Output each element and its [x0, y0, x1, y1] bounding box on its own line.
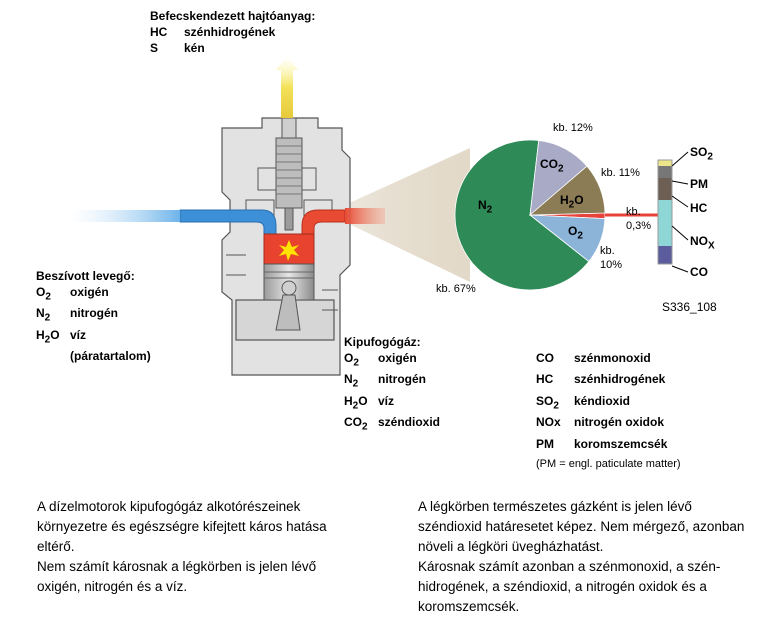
pollutant-name: nitrogén oxidok	[574, 415, 664, 430]
formula-sub: 2	[352, 400, 359, 412]
pollutant-note: (PM = engl. paticulate matter)	[536, 457, 681, 470]
formula: PM	[690, 177, 708, 191]
fuel-name: szénhidrogének	[184, 25, 276, 39]
formula: N	[344, 372, 353, 387]
formula-sub: 2	[45, 291, 51, 303]
pie-label-o2: O2	[568, 223, 583, 244]
pollutant-bar	[657, 159, 673, 265]
formula: H	[560, 193, 569, 207]
pie-pct-co2: kb. 12%	[553, 122, 593, 134]
figure-id: S336_108	[662, 300, 717, 314]
bar-label-pm: PM	[690, 176, 708, 192]
formula-sub: 2	[362, 421, 368, 433]
bar-pointers	[671, 151, 689, 273]
formula-sub: 2	[486, 204, 493, 216]
bar-segment-so2	[658, 160, 672, 166]
formula-sub: 2	[558, 163, 564, 175]
injector	[275, 117, 303, 231]
formula: O	[568, 224, 578, 238]
pie-slice-h2o	[528, 165, 606, 216]
pollutant-name: szénmonoxid	[574, 351, 651, 365]
bar-segment-pm	[658, 166, 672, 178]
formula-tail: O	[50, 327, 60, 342]
air-arrow	[70, 210, 180, 222]
formula-sub: 2	[568, 199, 575, 211]
pie-label-h2o: H2O	[560, 192, 584, 213]
formula: HC	[690, 201, 708, 215]
gas-name: nitrogén	[378, 372, 426, 387]
gas-name: nitrogén	[70, 306, 118, 321]
formula: H	[36, 327, 45, 342]
pollutant-name: kéndioxid	[574, 393, 631, 408]
formula: N	[478, 198, 487, 212]
formula-sub: 2	[353, 357, 359, 369]
pollutant-legend: CO szénmonoxid HC szénhidrogének SO2 kéndio…	[536, 350, 681, 471]
gas-name: oxigén	[70, 285, 109, 299]
formula-sub: X	[708, 240, 715, 252]
fuel-label: Befecskendezett hajtóanyag: HC szénhidrog…	[150, 8, 315, 56]
formula-sub: 2	[553, 400, 559, 412]
formula: NOx	[536, 415, 561, 430]
bar-label-hc: HC	[690, 200, 707, 216]
bar-outline	[657, 159, 673, 265]
formula: N	[36, 306, 45, 321]
exhaust-title: Kipufogógáz:	[344, 335, 421, 349]
piston	[263, 263, 315, 331]
pie-pct-pollutants: kb. 0,3%	[626, 206, 652, 232]
formula: CO	[536, 351, 554, 365]
formula: CO	[344, 415, 362, 430]
formula: O	[344, 351, 354, 365]
fuel-sym: HC	[150, 25, 168, 39]
formula-sub: 2	[44, 334, 51, 346]
ignition-star	[279, 240, 299, 261]
formula: CO	[540, 157, 558, 171]
fuel-sym: S	[150, 41, 159, 55]
exhaust-flow	[345, 208, 385, 224]
bar-segment-co	[658, 246, 672, 264]
zoom-cone	[345, 148, 470, 282]
formula: HC	[536, 372, 554, 387]
gas-name: széndioxid	[378, 415, 441, 430]
bar-label-nox: NOX	[690, 233, 715, 254]
formula-sub: 2	[352, 378, 359, 390]
gas-name: oxigén	[378, 351, 417, 365]
formula-sub: 2	[707, 151, 713, 163]
formula: CO	[690, 265, 708, 279]
exhaust-composition-pie	[454, 139, 658, 291]
intake-note: (páratartalom)	[70, 349, 151, 364]
pollutant-name: szénhidrogének	[574, 372, 666, 387]
pie-slice-n2	[454, 139, 590, 291]
formula: SO	[536, 393, 554, 408]
formula-sub: 2	[44, 312, 51, 324]
fuel-title: Befecskendezett hajtóanyag:	[150, 9, 316, 23]
text-right: A légkörben természetes gázként is jelen…	[418, 499, 745, 614]
formula-tail: O	[358, 393, 368, 408]
gas-name: víz	[70, 327, 87, 342]
formula: PM	[536, 436, 554, 451]
formula: SO	[690, 145, 708, 159]
bar-segment-nox	[658, 200, 672, 246]
pie-pct-n2: kb. 67%	[436, 283, 476, 295]
fuel-name: kén	[184, 41, 205, 55]
formula: H	[344, 393, 353, 408]
pie-label-co2: CO2	[540, 156, 564, 177]
formula-tail: O	[574, 193, 584, 207]
pollutant-name: koromszemcsék	[574, 436, 668, 451]
fuel-arrow	[276, 56, 298, 118]
intake-title: Beszívott levegő:	[36, 269, 135, 283]
bar-segment-hc	[658, 178, 672, 200]
gas-name: víz	[378, 393, 395, 408]
pie-pct-o2: kb. 10%	[600, 245, 623, 271]
text-left: A dízelmotorok kipufogógáz alkotórészein…	[37, 499, 327, 594]
pie-pct-h2o: kb. 11%	[601, 167, 640, 179]
formula-sub: 2	[577, 230, 583, 242]
formula: NO	[690, 234, 708, 248]
pie-label-n2: N2	[478, 197, 492, 218]
bar-label-co: CO	[690, 264, 708, 280]
bar-label-so2: SO2	[690, 144, 713, 165]
formula: O	[36, 285, 46, 299]
